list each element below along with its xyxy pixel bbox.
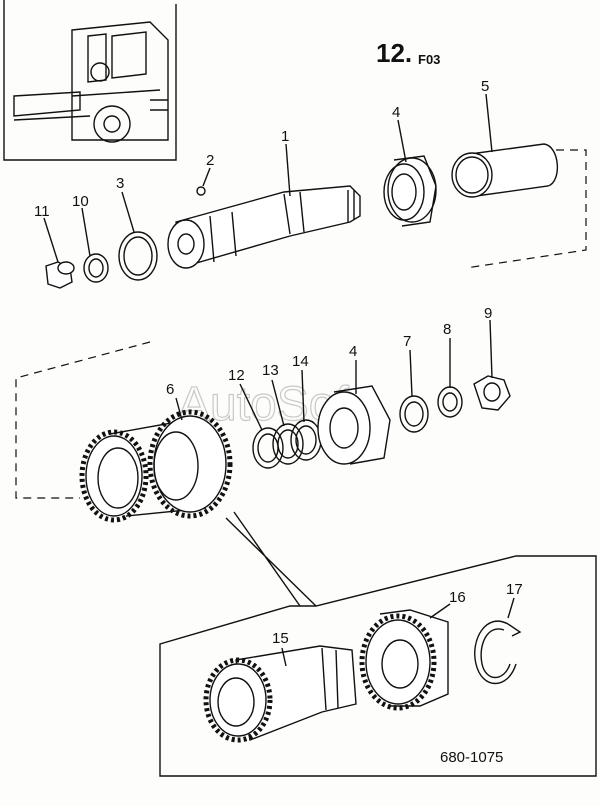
leader-4-top <box>397 119 407 163</box>
leader-3 <box>121 191 135 233</box>
callout-1: 1 <box>281 128 289 145</box>
leader-16 <box>429 603 451 619</box>
part-15-gear-shaft <box>203 645 357 743</box>
part-9-nut <box>473 375 511 411</box>
leader-11 <box>43 217 59 263</box>
dashed-guide-middle <box>15 341 151 499</box>
callout-4-top: 4 <box>392 104 400 121</box>
section-suffix: F03 <box>418 52 440 67</box>
leader-12 <box>239 383 263 431</box>
callout-3: 3 <box>116 175 124 192</box>
leader-7 <box>409 349 413 397</box>
callout-10: 10 <box>72 193 89 210</box>
part-8-washer <box>437 386 463 418</box>
part-14-ring <box>290 419 322 461</box>
callout-7: 7 <box>403 333 411 350</box>
callout-9: 9 <box>484 305 492 322</box>
part-16-gear <box>359 609 449 711</box>
callout-14: 14 <box>292 353 309 370</box>
callout-17: 17 <box>506 581 523 598</box>
vehicle-inset <box>3 0 177 161</box>
callout-13: 13 <box>262 362 279 379</box>
callout-2: 2 <box>206 152 214 169</box>
part-7-ring <box>399 395 429 433</box>
detail-pointer <box>225 511 317 607</box>
callout-4-middle: 4 <box>349 343 357 360</box>
leader-6 <box>175 397 183 421</box>
leader-15 <box>281 647 287 667</box>
detail-panel <box>159 555 597 777</box>
leader-10 <box>81 207 91 257</box>
callout-15: 15 <box>272 630 289 647</box>
part-13-ring <box>272 423 304 465</box>
callout-16: 16 <box>449 589 466 606</box>
part-3-ring <box>118 231 158 281</box>
part-17-snap-ring <box>474 620 522 684</box>
leader-17 <box>507 597 515 619</box>
callout-5: 5 <box>481 78 489 95</box>
part-4-bearing-top <box>383 155 437 227</box>
part-5-sleeve <box>451 143 559 198</box>
part-6-gear <box>79 409 233 523</box>
callout-12: 12 <box>228 367 245 384</box>
leader-14 <box>301 369 305 423</box>
part-10-washer <box>83 253 109 283</box>
leader-2 <box>202 167 211 187</box>
truck-cab-icon <box>13 21 169 143</box>
dashed-guide-top <box>465 149 587 269</box>
part-11-plug <box>45 261 75 289</box>
section-number: 12. <box>376 38 412 68</box>
reference-code: 680-1075 <box>440 749 503 766</box>
leader-1 <box>285 143 291 197</box>
part-4-bearing-middle <box>317 385 391 465</box>
callout-11: 11 <box>34 203 50 220</box>
leader-5 <box>485 93 493 153</box>
leader-9 <box>489 319 493 379</box>
callout-8: 8 <box>443 321 451 338</box>
part-2-ball <box>196 186 206 196</box>
part-1-shaft <box>167 185 361 269</box>
leader-13 <box>271 379 285 427</box>
callout-6: 6 <box>166 381 174 398</box>
